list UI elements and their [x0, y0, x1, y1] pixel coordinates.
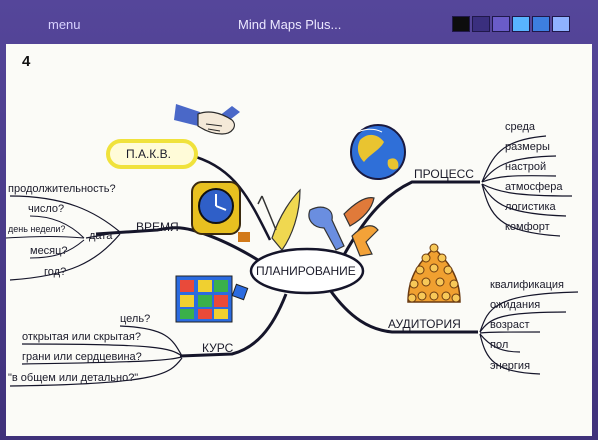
time-item[interactable]: продолжительность?	[8, 183, 116, 195]
course-item[interactable]: грани или сердцевина?	[22, 351, 142, 363]
course-item[interactable]: "в общем или детально?"	[8, 372, 139, 384]
date-item[interactable]: месяц?	[30, 245, 68, 257]
process-item[interactable]: атмосфера	[505, 181, 563, 193]
color-swatch-indigo[interactable]	[472, 16, 490, 32]
time-item[interactable]: год?	[44, 266, 67, 278]
color-swatch-violet[interactable]	[492, 16, 510, 32]
menu-button[interactable]: menu	[48, 17, 81, 32]
process-item[interactable]: комфорт	[505, 221, 550, 233]
date-item[interactable]: день недели?	[8, 224, 66, 234]
color-swatch-sky[interactable]	[512, 16, 530, 32]
page-number: 4	[22, 53, 31, 70]
date-item[interactable]: число?	[28, 203, 65, 215]
pakv-bubble	[106, 139, 198, 169]
process-item[interactable]: размеры	[505, 141, 550, 153]
time-label[interactable]: ВРЕМЯ	[136, 220, 179, 234]
branch-line-audience	[328, 289, 478, 334]
color-swatch-blue[interactable]	[532, 16, 550, 32]
color-swatch-black[interactable]	[452, 16, 470, 32]
center-label[interactable]: ПЛАНИРОВАНИЕ	[256, 264, 356, 278]
audience-item[interactable]: возраст	[490, 319, 530, 331]
top-bar: menu Mind Maps Plus...	[0, 0, 598, 44]
process-label[interactable]: ПРОЦЕСС	[414, 167, 474, 181]
color-swatch-light-blue[interactable]	[552, 16, 570, 32]
time-item[interactable]: дата	[89, 230, 113, 242]
audience-icon	[407, 243, 461, 303]
audience-label[interactable]: АУДИТОРИЯ	[388, 317, 461, 331]
branch-line-time	[95, 226, 259, 262]
course-item[interactable]: открытая или скрытая?	[22, 331, 142, 343]
course-label[interactable]: КУРС	[202, 341, 234, 355]
tools-icon	[257, 188, 379, 257]
pakv-label[interactable]: П.А.К.В.	[126, 147, 171, 161]
process-item[interactable]: настрой	[505, 161, 547, 173]
course-item[interactable]: цель?	[120, 313, 151, 325]
mindmap-canvas	[6, 44, 592, 436]
audience-item[interactable]: ожидания	[490, 299, 541, 311]
color-swatches	[452, 16, 572, 32]
clock-icon	[191, 181, 250, 242]
puzzle-icon	[175, 275, 249, 323]
branch-line-course	[179, 293, 288, 358]
branch-line-process	[338, 180, 480, 263]
handshake-icon	[174, 104, 240, 135]
app-title: Mind Maps Plus...	[238, 17, 342, 32]
audience-item[interactable]: энергия	[490, 360, 531, 372]
audience-item[interactable]: пол	[490, 339, 509, 351]
process-item[interactable]: среда	[505, 121, 536, 133]
process-item[interactable]: логистика	[505, 201, 556, 213]
globe-icon	[350, 124, 406, 180]
audience-item[interactable]: квалификация	[490, 279, 564, 291]
center-bubble	[249, 247, 365, 295]
